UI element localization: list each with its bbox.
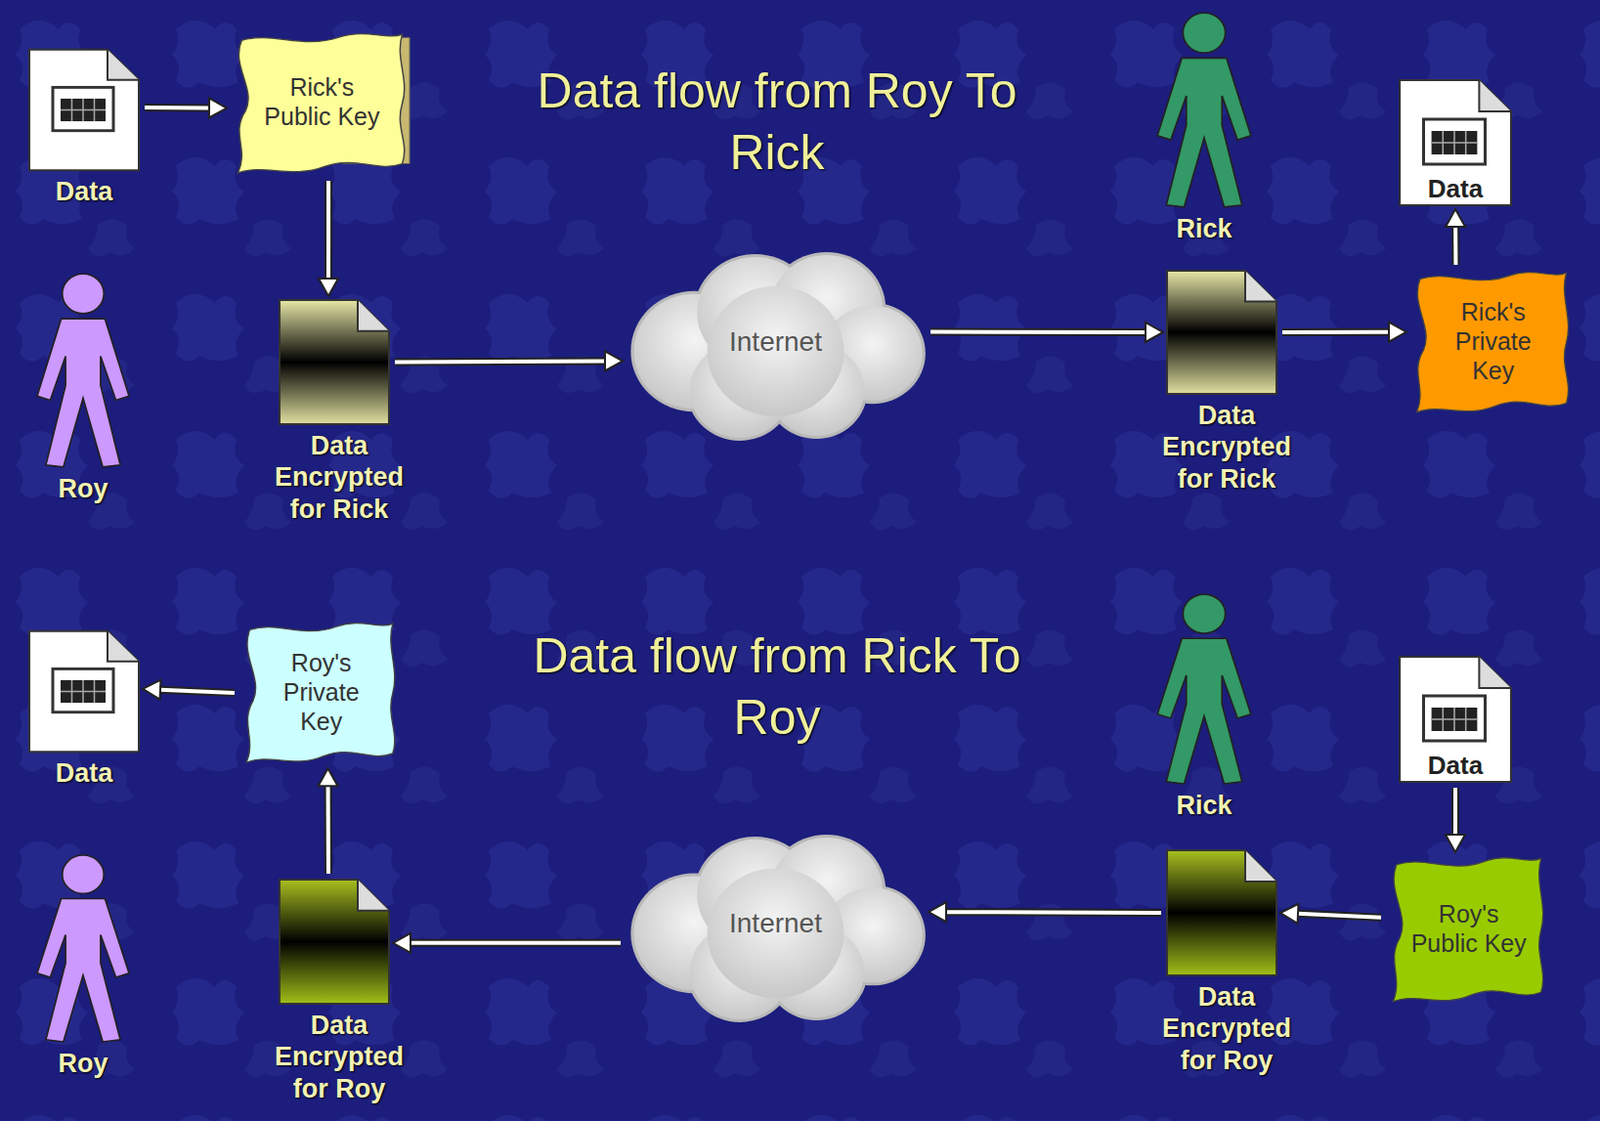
flow-title: Data flow from Rick To Roy [518,625,1037,748]
person-icon [1148,591,1260,786]
key-shape: Rick's Private Key [1406,266,1577,419]
person-icon [28,852,138,1044]
person-name: Roy [8,1047,158,1080]
document-label: Data [0,757,173,789]
encrypted-document: Data Encrypted for Rick [1163,266,1281,398]
cloud-label: Internet [668,293,883,391]
flow-arrow [1280,904,1382,924]
flow-arrow [142,680,235,700]
document-label: Data Encrypted for Roy [260,1009,418,1105]
document-label: Data Encrypted for Rick [260,430,418,525]
encrypted-document: Data Encrypted for Roy [275,875,393,1008]
flow-arrow [144,97,227,118]
person-figure: Roy [28,852,138,1044]
flow-arrow [318,768,339,874]
internet-cloud: Internet [622,244,929,439]
person-icon [28,270,138,470]
person-figure: Rick [1148,9,1260,210]
person-name: Rick [1128,789,1280,822]
key-label: Roy's Public Key [1410,864,1528,994]
document-icon [25,45,143,174]
key-shape: Roy's Private Key [236,617,403,769]
key-shape: Roy's Public Key [1383,852,1552,1008]
flow-arrow [928,902,1162,922]
key-shape: Rick's Public Key [226,28,414,179]
flow-arrow [930,322,1164,343]
data-document: Data [25,45,143,174]
flow-arrow [1445,787,1466,853]
person-name: Rick [1128,213,1280,245]
encrypted-document: Data Encrypted for Roy [1163,846,1281,980]
person-icon [1148,9,1260,210]
document-label: Data [1399,174,1512,204]
key-label: Rick's Private Key [1433,278,1554,403]
data-document: Data [25,627,143,756]
flow-title: Data flow from Roy To Rick [483,60,1071,183]
document-icon [25,627,143,756]
document-label: Data [0,175,173,208]
document-icon [275,296,393,429]
key-label: Roy's Private Key [262,629,380,754]
key-label: Rick's Public Key [257,40,389,164]
encrypted-document: Data Encrypted for Rick [275,296,393,429]
document-label: Data Encrypted for Roy [1148,981,1305,1077]
document-label: Data [1399,751,1512,780]
data-document: Data [1395,76,1515,210]
flow-arrow [1282,322,1407,343]
document-icon [275,875,393,1008]
person-figure: Roy [28,270,138,470]
flow-arrow [318,180,339,297]
data-document: Data [1395,652,1515,786]
document-label: Data Encrypted for Rick [1148,399,1305,495]
document-icon [1163,266,1281,398]
person-name: Roy [8,473,158,505]
document-icon [1163,846,1281,980]
cloud-label: Internet [668,875,883,973]
internet-cloud: Internet [622,826,929,1021]
person-figure: Rick [1148,591,1260,786]
flow-arrow [392,933,621,953]
flow-arrow [394,350,623,371]
flow-arrow [1445,209,1466,265]
